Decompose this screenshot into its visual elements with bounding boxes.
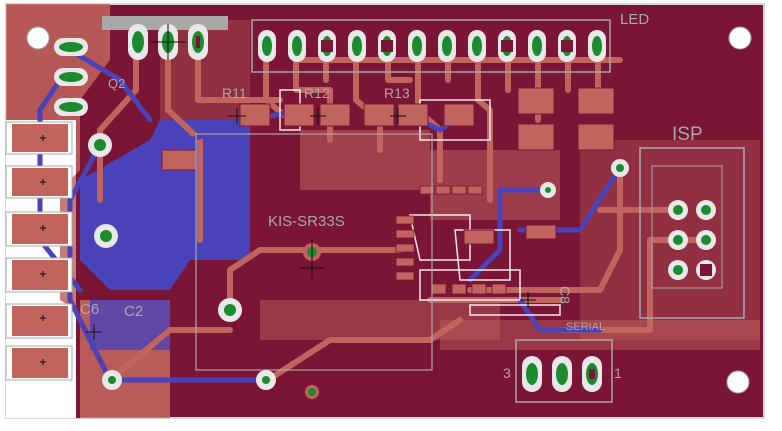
label-led: LED [620, 11, 649, 28]
label-serial: SERIAL [566, 321, 605, 333]
mounting-holes [26, 26, 752, 394]
led-header-outline [251, 19, 611, 73]
copper-pour-left [6, 4, 110, 418]
label-module: KIS-SR33S [268, 213, 345, 230]
label-pin3: 3 [503, 365, 511, 381]
module-outline [195, 133, 433, 371]
q2-transistor-pads [54, 38, 88, 116]
label-r13: R13 [384, 85, 410, 101]
label-q2: Q2 [108, 76, 125, 91]
isp-header-outline [639, 147, 745, 319]
label-r12: R12 [304, 85, 330, 101]
label-c8: C8 [557, 286, 573, 304]
label-isp: ISP [672, 124, 703, 145]
label-r11: R11 [222, 85, 247, 101]
label-pin1: 1 [614, 365, 622, 381]
serial-header-outline [515, 339, 613, 403]
label-c2: C2 [124, 303, 143, 320]
label-c6: C6 [80, 301, 99, 318]
round-pads [88, 133, 716, 399]
bottom-copper-pour [80, 120, 250, 290]
led-header-pins [128, 24, 606, 392]
